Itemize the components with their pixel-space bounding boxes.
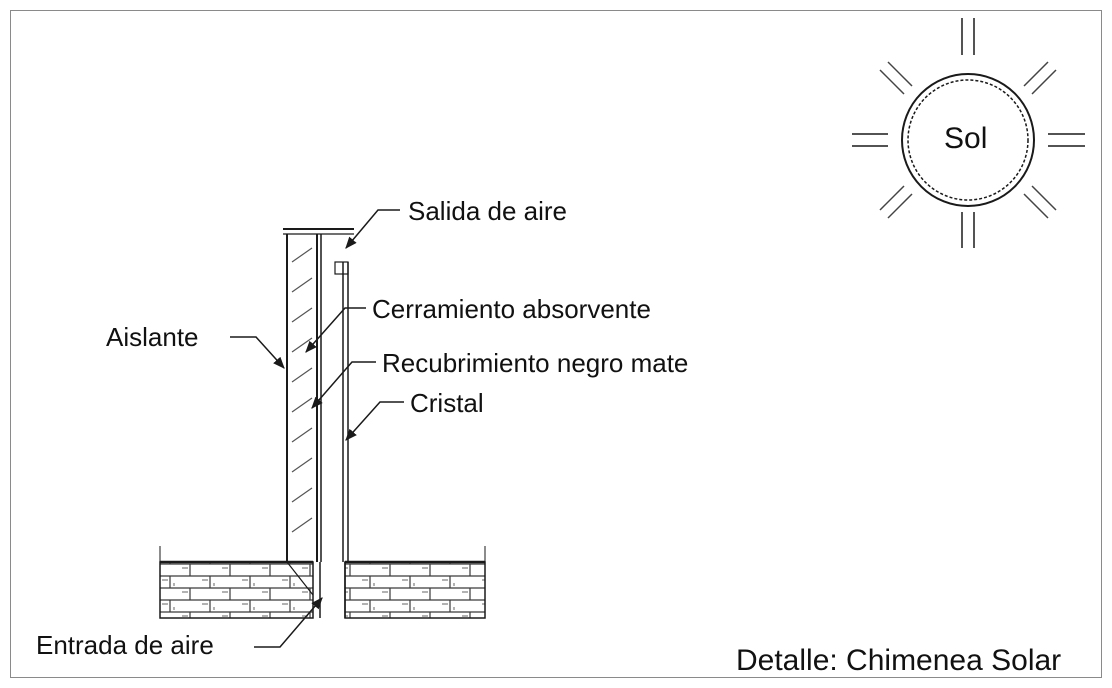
sun-ray-right: [1048, 133, 1085, 147]
label-air-outlet: Salida de aire: [408, 196, 567, 226]
leader-insulation: [230, 336, 285, 369]
label-insulation: Aislante: [106, 322, 199, 352]
ground-slab-right: [344, 546, 486, 619]
sun-label: Sol: [944, 122, 988, 155]
glass-top-frame: [334, 261, 349, 275]
ground-slab-left: [159, 546, 314, 619]
diagram-title: Detalle: Chimenea Solar: [736, 644, 1062, 677]
label-air-inlet: Entrada de aire: [36, 630, 214, 660]
sun-ray-top: [961, 18, 975, 55]
leader-absorbent: [305, 307, 366, 353]
sun-ray-left: [852, 133, 888, 147]
label-glass: Cristal: [410, 388, 484, 418]
label-absorbent-wall: Cerramiento absorvente: [372, 294, 651, 324]
leader-black-coating: [311, 361, 376, 409]
label-black-coating: Recubrimiento negro mate: [382, 348, 689, 378]
leader-lines: [230, 209, 404, 648]
leader-glass: [345, 401, 404, 441]
insulation-hatch: [291, 247, 313, 533]
sun-ray-bottom: [961, 212, 975, 248]
chimney-structure: [283, 228, 354, 562]
sun-ray-diag: [879, 61, 1057, 219]
air-inlet-channel: [319, 562, 346, 618]
sun-symbol: [852, 18, 1085, 248]
leader-air-outlet: [345, 209, 400, 249]
leader-air-inlet: [254, 597, 323, 648]
